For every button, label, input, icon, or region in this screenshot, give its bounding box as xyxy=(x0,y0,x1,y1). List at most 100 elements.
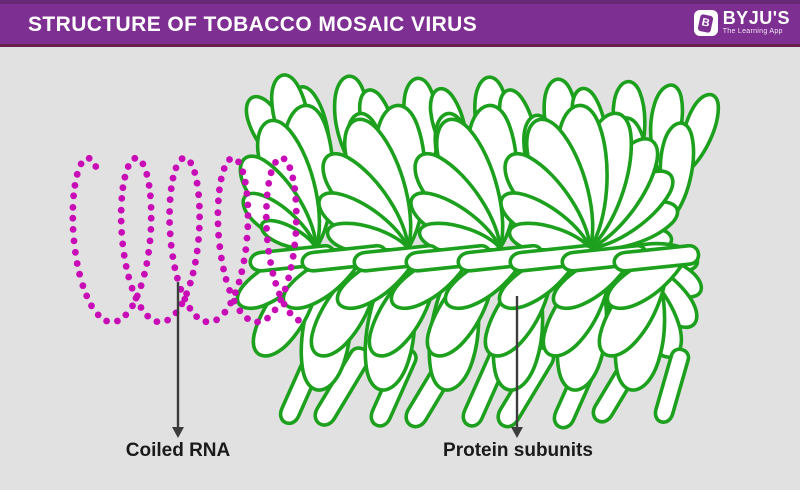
rna-dot xyxy=(83,292,91,300)
rna-dot xyxy=(254,318,261,326)
rna-dot xyxy=(244,223,252,231)
rna-dot xyxy=(166,219,174,226)
rna-dot xyxy=(240,257,248,265)
byjus-logo: B BYJU'S The Learning App xyxy=(693,9,790,36)
rna-dot xyxy=(76,270,83,278)
rna-dot xyxy=(70,237,78,245)
rna-dot xyxy=(119,184,127,192)
rna-dot xyxy=(69,226,77,233)
rna-dot xyxy=(193,313,201,320)
byjus-tagline: The Learning App xyxy=(722,28,783,35)
rna-dot xyxy=(242,246,250,254)
rna-dot xyxy=(272,280,280,287)
rna-dot xyxy=(147,192,154,200)
rna-dot xyxy=(143,170,151,178)
rna-dot xyxy=(181,295,189,303)
rna-dot xyxy=(287,264,295,271)
rna-dot xyxy=(292,218,300,226)
rna-dot xyxy=(285,274,292,282)
rna-dot xyxy=(172,164,180,172)
rna-dot xyxy=(202,318,210,326)
rna-dot xyxy=(193,247,201,255)
rna-dot xyxy=(267,259,274,266)
rna-dot xyxy=(295,316,302,324)
rna-dot xyxy=(166,196,174,204)
rna-dot xyxy=(218,254,225,262)
rna-dot xyxy=(235,158,242,166)
rna-dot xyxy=(215,197,222,205)
callout-arrows xyxy=(172,282,523,438)
rna-dot xyxy=(214,220,222,228)
protein-subunits-arrow-head xyxy=(511,427,523,438)
rna-dot xyxy=(114,317,121,325)
rna-dot xyxy=(125,273,133,281)
coiled-rna-helix xyxy=(69,154,302,326)
rna-dot xyxy=(244,201,252,209)
rna-dot xyxy=(119,240,127,248)
rna-dot xyxy=(147,204,155,211)
rna-dot xyxy=(186,279,194,287)
rna-dot xyxy=(72,248,79,256)
protein-subunit-petal xyxy=(613,245,699,272)
rna-dot xyxy=(71,182,79,189)
rna-dot xyxy=(120,251,128,259)
rna-dot xyxy=(153,318,161,325)
rna-dot xyxy=(73,260,81,267)
rna-dot xyxy=(265,247,273,255)
rna-dot xyxy=(122,263,130,270)
byjus-logo-icon: B xyxy=(693,10,718,36)
rna-dot xyxy=(195,191,203,199)
rna-dot xyxy=(189,269,197,277)
rna-dot xyxy=(217,175,225,183)
rna-dot xyxy=(241,178,249,186)
rna-dot xyxy=(146,237,154,245)
rna-dot xyxy=(147,226,155,233)
rna-dot xyxy=(215,231,223,239)
rna-dot xyxy=(264,236,271,244)
rna-dot xyxy=(183,290,191,298)
header-bar: STRUCTURE OF TOBACCO MOSAIC VIRUS B BYJU… xyxy=(0,0,800,47)
rna-dot xyxy=(292,195,300,203)
rna-dot xyxy=(286,309,294,317)
rna-dot xyxy=(141,270,148,278)
rna-dot xyxy=(263,225,270,232)
coiled-rna-arrow-head xyxy=(172,427,184,438)
rna-dot xyxy=(186,304,194,312)
rna-dot xyxy=(118,195,126,202)
rna-dot xyxy=(244,315,251,322)
rna-dot xyxy=(88,302,95,310)
rna-dot xyxy=(169,253,177,260)
rna-dot xyxy=(276,290,283,298)
rna-dot xyxy=(143,260,151,267)
rna-dot xyxy=(147,214,155,222)
rna-dot xyxy=(226,156,233,163)
rna-dot xyxy=(220,265,227,273)
rna-dot xyxy=(244,212,252,219)
rna-dot xyxy=(213,316,221,324)
rna-dot xyxy=(263,191,271,199)
rna-dot xyxy=(145,248,153,256)
rna-dot xyxy=(269,269,277,277)
rna-dot xyxy=(122,311,130,319)
page-title: STRUCTURE OF TOBACCO MOSAIC VIRUS xyxy=(28,13,478,36)
rna-dot xyxy=(216,186,223,194)
byjus-logo-text: BYJU'S The Learning App xyxy=(723,9,790,36)
rna-dot xyxy=(132,294,140,302)
byjus-wordmark: BYJU'S xyxy=(722,8,790,28)
rna-dot xyxy=(193,179,201,187)
rna-dot xyxy=(69,214,77,222)
rna-dot xyxy=(235,278,243,286)
rna-dot xyxy=(265,180,273,187)
rna-dot xyxy=(195,236,202,243)
rna-dot xyxy=(232,289,239,296)
rna-dot xyxy=(187,159,195,167)
rna-dot xyxy=(145,182,153,189)
rna-dot xyxy=(167,185,175,193)
rna-dot xyxy=(226,287,234,294)
rna-dot xyxy=(216,243,224,251)
rna-dot xyxy=(222,276,230,283)
rna-dot xyxy=(292,230,300,237)
rna-dot xyxy=(166,208,174,215)
header-bottom-strip xyxy=(0,44,800,47)
